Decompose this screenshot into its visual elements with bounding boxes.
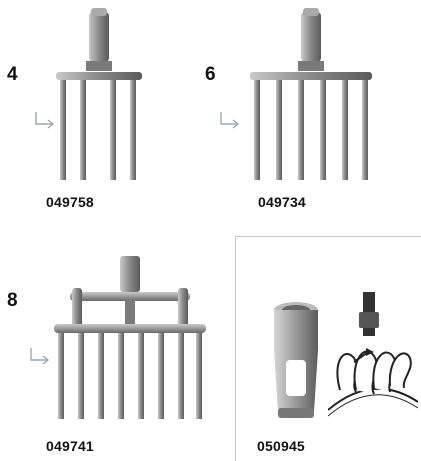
adapter-image: [274, 302, 318, 418]
arrow-icon: [220, 112, 240, 129]
prong-count-8: 8: [7, 290, 18, 311]
eight-prong-tool-image: [54, 256, 206, 419]
arrow-icon: [35, 112, 55, 129]
prong-count-6: 6: [205, 64, 216, 85]
accessory-panel: [235, 236, 421, 461]
product-code-049758: 049758: [46, 194, 94, 210]
product-code-050945: 050945: [257, 438, 305, 454]
product-code-049741: 049741: [46, 438, 94, 454]
four-prong-tool-image: [56, 8, 142, 180]
prong-count-4: 4: [7, 64, 18, 85]
arrow-icon: [30, 348, 50, 365]
six-prong-tool-image: [250, 8, 372, 180]
product-code-049734: 049734: [258, 194, 306, 210]
installation-diagram: [328, 292, 418, 417]
